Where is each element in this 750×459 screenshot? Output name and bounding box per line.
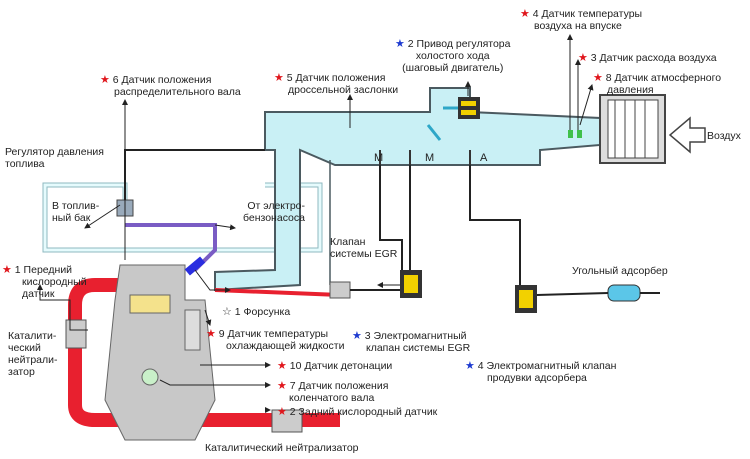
- red-star-icon: ★: [520, 8, 530, 20]
- label-text: затор: [8, 366, 35, 378]
- label-air: Воздух: [707, 130, 741, 142]
- label-text: 5 Датчик положения: [286, 72, 386, 84]
- label-text: кислородный: [22, 276, 87, 288]
- label-text: (шаговый двигатель): [402, 62, 504, 74]
- air-inlet-arrow: [668, 116, 706, 154]
- label-injector: ☆ 1 Форсунка: [222, 306, 290, 318]
- red-star-icon: ★: [100, 74, 110, 86]
- catalytic-converter-left: [65, 319, 87, 349]
- label-from-pump: От электро-бензонасоса: [205, 200, 305, 224]
- label-text: Клапан: [330, 236, 366, 248]
- label-rear-o2: ★ 2 Задний кислородный датчик: [277, 406, 437, 418]
- label-text: В топлив-: [52, 200, 100, 212]
- label-text: топлива: [5, 158, 45, 170]
- label-text: 2 Привод регулятора: [407, 38, 511, 50]
- catalytic-converter-bottom: [271, 409, 303, 433]
- label-text: ческий: [8, 342, 41, 354]
- red-star-icon: ★: [277, 380, 287, 392]
- label-text: воздуха на впуске: [534, 20, 622, 32]
- red-star-icon: ★: [2, 264, 12, 276]
- label-text: клапан системы EGR: [366, 342, 471, 354]
- label-catalyst-bottom: Каталитический нейтрализатор: [205, 442, 359, 454]
- throttle-plate: [426, 124, 442, 141]
- label-text: продувки адсорбера: [487, 372, 587, 384]
- label-text: 6 Датчик положения: [112, 74, 212, 86]
- label-canister: Угольный адсорбер: [572, 265, 668, 277]
- intake-manifold: [214, 87, 601, 292]
- red-star-icon: ★: [274, 72, 284, 84]
- label-text: 2 Задний кислородный датчик: [289, 406, 438, 418]
- label-text: коленчатого вала: [289, 392, 375, 404]
- label-text: охлаждающей жидкости: [226, 340, 345, 352]
- red-star-icon: ★: [277, 360, 287, 372]
- label-text: Регулятор давления: [5, 146, 104, 158]
- label-text: ный бак: [52, 212, 91, 224]
- label-text: 1 Передний: [14, 264, 73, 276]
- label-text: 4 Электромагнитный клапан: [477, 360, 617, 372]
- exhaust-pipe: [68, 278, 340, 427]
- port-m2: M: [425, 152, 435, 164]
- red-star-icon: ★: [593, 72, 603, 84]
- engine-block: [104, 264, 216, 441]
- label-to-tank: В топлив-ный бак: [52, 200, 99, 224]
- blue-star-icon: ★: [395, 38, 405, 50]
- blue-star-icon: ★: [352, 330, 362, 342]
- egr-valve: [329, 281, 351, 299]
- label-text: дроссельной заслонки: [288, 84, 399, 96]
- label-text: нейтрали-: [8, 354, 58, 366]
- port-m1: M: [374, 152, 384, 164]
- label-text: давления: [607, 84, 654, 96]
- blue-star-icon: ★: [465, 360, 475, 372]
- label-text: От электро-: [247, 200, 305, 212]
- label-text: 8 Датчик атмосферного: [605, 72, 722, 84]
- port-a: A: [480, 152, 488, 164]
- label-text: 7 Датчик положения: [289, 380, 389, 392]
- red-star-icon: ★: [578, 52, 588, 64]
- label-text: 1 Форсунка: [234, 306, 291, 318]
- label-text: 4 Датчик температуры: [532, 8, 643, 20]
- label-text: датчик: [22, 288, 55, 300]
- label-text: 9 Датчик температуры: [218, 328, 329, 340]
- charcoal-canister: [607, 284, 641, 302]
- label-text: Каталити-: [8, 330, 57, 342]
- label-text: распределительного вала: [114, 86, 241, 98]
- red-star-icon: ★: [206, 328, 216, 340]
- idle-actuator: [458, 97, 480, 119]
- label-text: 10 Датчик детонации: [289, 360, 393, 372]
- red-star-icon: ★: [277, 406, 287, 418]
- label-text: бензонасоса: [242, 212, 305, 224]
- label-text: 3 Датчик расхода воздуха: [590, 52, 717, 64]
- label-text: холостого хода: [415, 50, 490, 62]
- label-knock-sensor: ★ 10 Датчик детонации: [277, 360, 392, 372]
- hollow-star-icon: ☆: [222, 306, 232, 318]
- label-text: 3 Электромагнитный: [364, 330, 467, 342]
- label-maf-sensor: ★ 3 Датчик расхода воздуха: [578, 52, 717, 64]
- label-text: системы EGR: [330, 248, 398, 260]
- fuel-injector: [184, 256, 206, 276]
